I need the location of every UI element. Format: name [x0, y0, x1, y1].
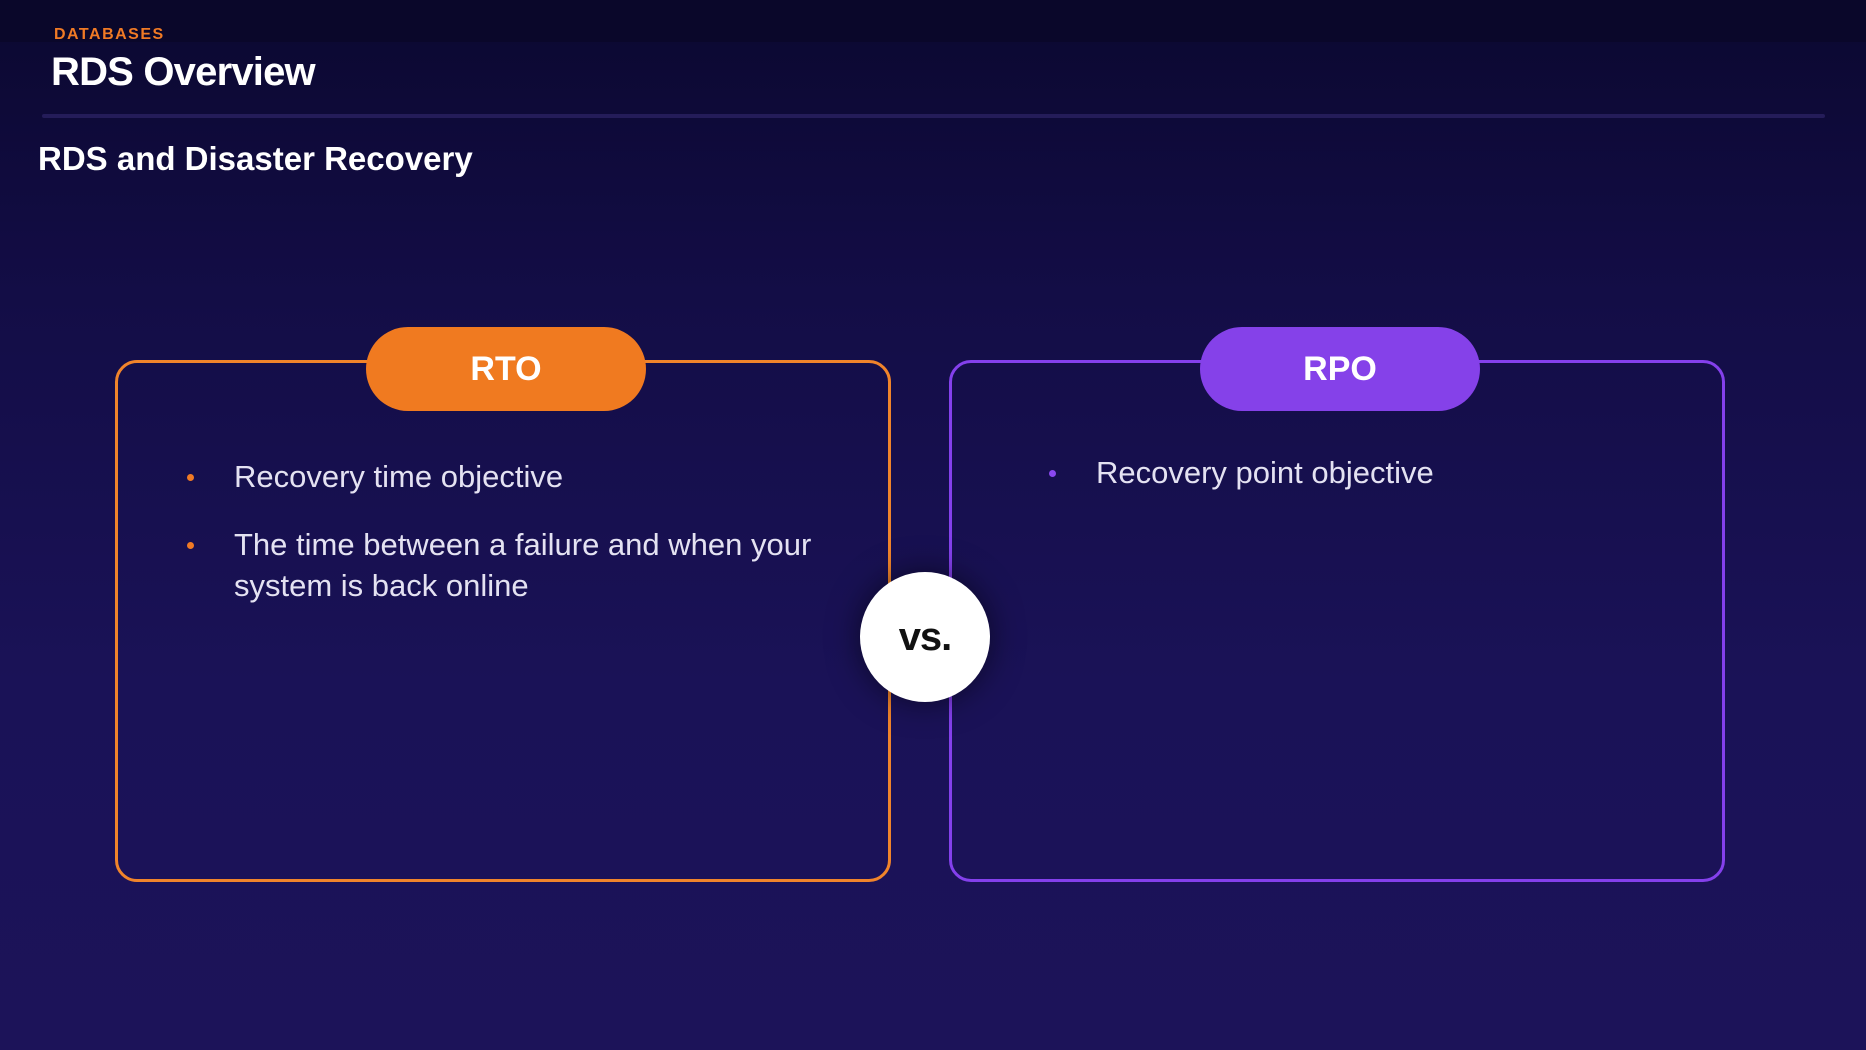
rto-bullet-text: Recovery time objective — [234, 459, 564, 494]
rpo-bullet-text: Recovery point objective — [1096, 455, 1434, 490]
top-band — [0, 0, 1866, 42]
rpo-bullet-list: Recovery point objective — [1047, 452, 1687, 520]
rto-pill: RTO — [366, 327, 646, 411]
section-title: RDS and Disaster Recovery — [38, 140, 473, 177]
bullet-dot-icon — [187, 474, 194, 481]
versus-badge: vs. — [860, 572, 990, 702]
rto-bullet-list: Recovery time objective The time between… — [185, 456, 825, 633]
rpo-pill: RPO — [1200, 327, 1480, 411]
rto-bullet: The time between a failure and when your… — [185, 524, 825, 606]
category-label: DATABASES — [54, 26, 165, 43]
bullet-dot-icon — [187, 542, 194, 549]
bullet-dot-icon — [1049, 470, 1056, 477]
rpo-bullet: Recovery point objective — [1047, 452, 1687, 493]
rto-bullet: Recovery time objective — [185, 456, 825, 497]
header-divider — [42, 114, 1825, 118]
rpo-card — [949, 360, 1725, 882]
versus-label: vs. — [898, 614, 953, 659]
page-title: RDS Overview — [51, 50, 316, 94]
rto-bullet-text: The time between a failure and when your… — [234, 527, 812, 603]
